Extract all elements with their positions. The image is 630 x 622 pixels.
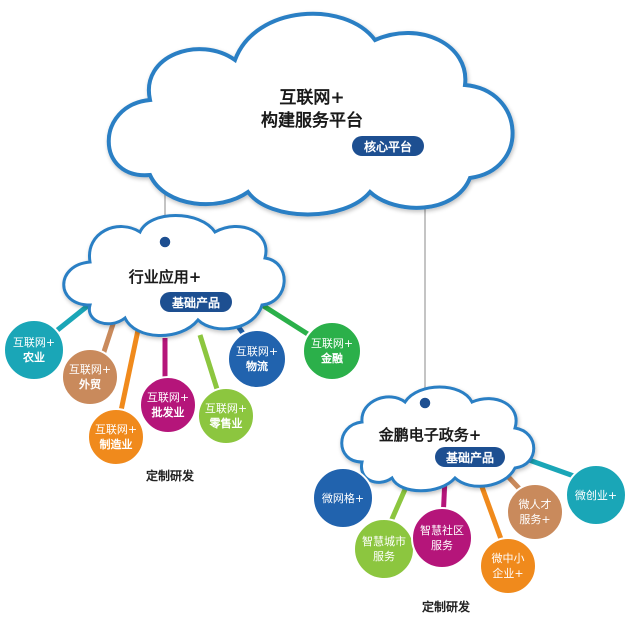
node-agriculture: 互联网+ 农业	[3, 319, 65, 381]
node-manufacturing: 互联网+ 制造业	[87, 408, 145, 466]
main-cloud-title-line2: 构建服务平台	[261, 110, 363, 131]
node-manufacturing-line1: 互联网+	[95, 423, 137, 436]
node-wholesale-line1: 互联网+	[147, 391, 189, 404]
node-retail-line1: 互联网+	[205, 402, 247, 415]
node-smart-city-line2: 服务	[373, 550, 395, 563]
node-micro-talent-line2: 服务+	[519, 513, 550, 526]
node-wholesale-line2: 批发业	[152, 405, 185, 419]
node-micro-startup: 微创业+	[565, 464, 627, 526]
node-trade-line1: 互联网+	[69, 363, 111, 376]
right-cloud-title: 金鹏电子政务+	[378, 426, 482, 444]
left-cloud-pin	[158, 235, 172, 249]
node-retail-line2: 零售业	[209, 416, 243, 430]
right-cloud-badge-text: 基础产品	[445, 450, 494, 465]
main-cloud-badge	[352, 136, 424, 156]
left-cloud-title: 行业应用+	[128, 268, 202, 286]
node-micro-startup-line1: 微创业+	[575, 488, 617, 502]
node-micro-enterprise-line1: 微中小	[492, 551, 525, 565]
node-micro-grid-line1: 微网格+	[322, 491, 364, 505]
node-smart-city: 智慧城市 服务	[353, 518, 415, 580]
node-smart-community-line1: 智慧社区	[420, 523, 464, 537]
node-finance-line2: 金融	[320, 351, 343, 365]
node-micro-talent: 微人才 服务+	[506, 483, 564, 541]
left-caption: 定制研发	[146, 468, 195, 483]
main-cloud	[106, 11, 515, 217]
left-cloud-badge	[160, 292, 232, 312]
left-cloud-badge-text: 基础产品	[171, 295, 220, 310]
node-micro-enterprise: 微中小 企业+	[479, 537, 537, 595]
node-finance: 互联网+ 金融	[302, 321, 362, 381]
node-manufacturing-line2: 制造业	[100, 437, 133, 451]
node-wholesale: 互联网+ 批发业	[139, 376, 197, 434]
node-finance-line1: 互联网+	[311, 337, 353, 350]
node-micro-talent-line1: 微人才	[519, 497, 552, 511]
node-trade-line2: 外贸	[78, 377, 101, 391]
node-micro-enterprise-line2: 企业+	[492, 566, 523, 580]
right-cloud-badge	[435, 447, 505, 467]
node-agriculture-line1: 互联网+	[13, 336, 55, 349]
node-retail: 互联网+ 零售业	[197, 387, 255, 445]
node-logistics: 互联网+ 物流	[227, 329, 287, 389]
right-cloud-pin	[418, 396, 432, 410]
node-micro-grid: 微网格+	[312, 467, 374, 529]
spoke-micro-enterprise	[475, 475, 508, 551]
node-smart-community-line2: 服务	[431, 539, 453, 552]
right-caption: 定制研发	[422, 599, 471, 614]
node-logistics-line1: 互联网+	[236, 345, 278, 358]
node-smart-community: 智慧社区 服务	[411, 507, 473, 569]
main-cloud-badge-text: 核心平台	[364, 139, 412, 154]
node-trade: 互联网+ 外贸	[61, 348, 119, 406]
node-agriculture-line2: 农业	[22, 350, 45, 364]
main-cloud-title-line1: 互联网+	[279, 88, 344, 108]
node-smart-city-line1: 智慧城市	[362, 534, 406, 548]
node-logistics-line2: 物流	[246, 359, 268, 373]
